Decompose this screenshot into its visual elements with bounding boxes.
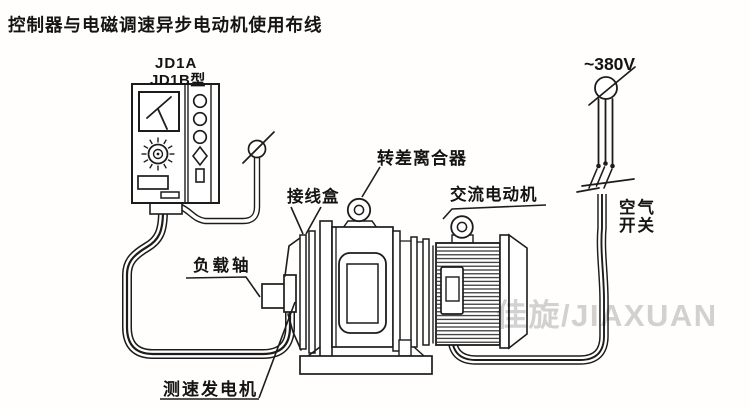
feedback-cable-loop [122, 210, 295, 359]
speed-knob [141, 137, 175, 171]
supply-slash [588, 66, 636, 106]
label-ac-motor: 交流电动机 [450, 184, 538, 204]
label-tachogenerator: 测速发电机 [163, 379, 258, 399]
watermark: 佳旋/JIAXUAN [496, 298, 718, 333]
leader-slip-clutch [361, 166, 381, 198]
controller-side-panel [191, 93, 209, 183]
machine-base [299, 355, 433, 375]
power-supply-circuit [576, 66, 636, 193]
supply-terminal-symbol [594, 76, 618, 100]
leader-junction-box-left [290, 206, 304, 235]
leader-junction-box-right [305, 206, 322, 235]
label-air-switch-line2: 开关 [619, 215, 656, 235]
air-switch-symbol [576, 161, 635, 193]
tacho-end-plate [299, 234, 307, 350]
controller-output-cable [177, 131, 275, 225]
machine-assembly [261, 197, 528, 375]
motor-end-bell [508, 233, 528, 350]
page-title: 控制器与电磁调速异步电动机使用布线 [8, 15, 323, 35]
leader-tacho-slant [258, 301, 296, 399]
controller-slot-small [160, 191, 180, 199]
label-load-shaft: 负载轴 [193, 255, 252, 275]
label-air-switch-line1: 空气 [619, 197, 656, 217]
terminal-slash [242, 131, 275, 164]
label-power-supply: ~380V [584, 54, 635, 74]
controller-slot [137, 175, 169, 190]
label-slip-clutch: 转差离合器 [377, 148, 467, 168]
leader-lines [160, 166, 547, 400]
motor-power-cable [447, 194, 609, 365]
controller-model-line2: JD1B型 [150, 71, 206, 89]
clutch-front-flange [319, 220, 333, 360]
label-junction-box: 接线盒 [287, 186, 340, 206]
controller: JD1A JD1B型 [131, 55, 220, 215]
meter-needle [146, 96, 172, 119]
load-shaft [261, 283, 286, 309]
controller-model-line1: JD1A [155, 55, 197, 72]
leader-load-shaft [185, 276, 261, 298]
leader-ac-motor [442, 204, 547, 220]
shaft-flange [283, 274, 297, 313]
